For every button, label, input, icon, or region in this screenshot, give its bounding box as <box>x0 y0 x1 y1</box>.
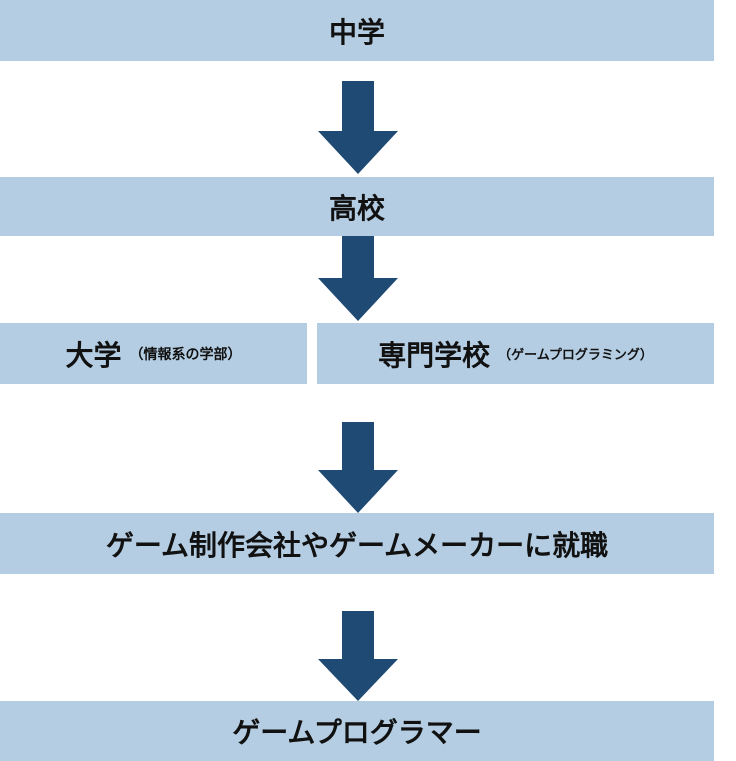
down-arrow-icon <box>318 236 398 321</box>
step-goal: ゲームプログラマー <box>0 701 714 761</box>
step-employment: ゲーム制作会社やゲームメーカーに就職 <box>0 513 714 574</box>
down-arrow-icon <box>318 422 398 513</box>
step-junior-high-label: 中学 <box>328 15 385 49</box>
down-arrow-icon <box>318 611 398 701</box>
step-high-school-label: 高校 <box>328 191 385 225</box>
step-vocational-school: 専門学校 （ゲームプログラミング） <box>317 323 714 384</box>
step-university: 大学 （情報系の学部） <box>0 323 307 384</box>
goal-label: ゲームプログラマー <box>232 716 482 749</box>
university-sublabel: （情報系の学部） <box>129 346 242 363</box>
vocational-school-label: 専門学校 <box>378 338 491 372</box>
step-junior-high: 中学 <box>0 0 714 61</box>
down-arrow-icon <box>318 81 398 174</box>
vocational-school-sublabel: （ゲームプログラミング） <box>498 348 653 363</box>
step-high-school: 高校 <box>0 177 714 236</box>
employment-label: ゲーム制作会社やゲームメーカーに就職 <box>105 528 609 562</box>
university-label: 大学 <box>65 338 122 372</box>
